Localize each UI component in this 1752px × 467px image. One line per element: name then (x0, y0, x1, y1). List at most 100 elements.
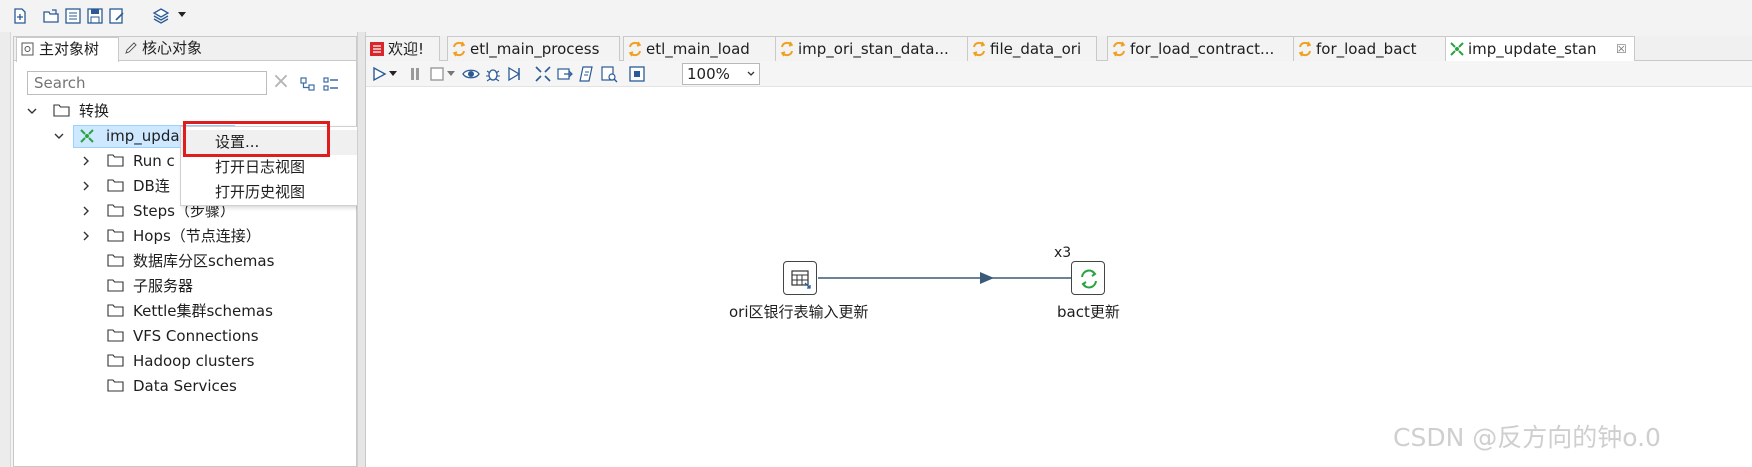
tab-label: file_data_ori (990, 40, 1082, 58)
stop-icon[interactable] (428, 65, 446, 83)
chevron-down-icon[interactable] (388, 70, 398, 78)
impact-icon[interactable] (556, 65, 574, 83)
step-table-input[interactable] (783, 261, 817, 295)
tab-label: 主对象树 (39, 40, 100, 58)
tree-item-vfs-connections[interactable]: VFS Connections (81, 325, 341, 347)
folder-icon (107, 279, 124, 292)
zoom-select[interactable]: 100% (682, 63, 760, 85)
annotation-highlight-box (183, 121, 330, 157)
menu-item-open-log-view[interactable]: 打开日志视图 (215, 158, 306, 176)
tab-label: imp_ori_stan_data... (798, 40, 949, 58)
search-input[interactable] (27, 71, 267, 95)
chevron-down-icon[interactable] (747, 71, 755, 77)
job-icon (1298, 41, 1312, 57)
tree-item-slave-servers[interactable]: 子服务器 (81, 275, 341, 297)
explore-icon[interactable] (64, 7, 82, 25)
left-panel-tabs: 主对象树 核心对象 (14, 37, 356, 62)
step-label: ori区银行表输入更新 (729, 303, 869, 321)
chevron-right-icon[interactable] (81, 206, 91, 216)
save-as-icon[interactable] (108, 7, 126, 25)
chevron-right-icon[interactable] (81, 231, 91, 241)
tab-welcome[interactable]: 欢迎! (365, 36, 440, 61)
chevron-down-icon[interactable] (27, 106, 37, 116)
chevron-down-icon[interactable] (177, 11, 187, 19)
tree-item-transformations[interactable]: 转换 (27, 100, 327, 122)
grid-icon[interactable] (628, 65, 646, 83)
tree-item-steps[interactable]: Steps（步骤） (81, 200, 341, 222)
job-icon (972, 41, 986, 57)
tab-file-data-ori[interactable]: file_data_ori (967, 36, 1097, 61)
context-menu: 设置... 打开日志视图 打开历史视图 (180, 126, 373, 206)
tree-item-label: Steps（步骤） (133, 202, 235, 220)
tree-item-data-services[interactable]: Data Services (81, 375, 341, 397)
save-icon[interactable] (86, 7, 104, 25)
tree-item-hops[interactable]: Hops（节点连接） (81, 225, 341, 247)
menu-item-open-history-view[interactable]: 打开历史视图 (215, 183, 306, 201)
debug-icon[interactable] (484, 65, 502, 83)
replay-icon[interactable] (506, 65, 524, 83)
tree-item-partition-schemas[interactable]: 数据库分区schemas (81, 250, 341, 272)
left-edge-strip (0, 32, 11, 467)
folder-icon (107, 379, 124, 392)
tab-main-object-tree[interactable]: 主对象树 (16, 37, 119, 62)
tree-item-imp-update[interactable]: imp_upda (54, 125, 234, 147)
tab-core-objects[interactable]: 核心对象 (120, 37, 218, 61)
tree-item-label: Hops（节点连接） (133, 227, 261, 245)
canvas[interactable]: ori区银行表输入更新 x3 bact更新 (366, 87, 1752, 467)
step-label: bact更新 (1057, 303, 1120, 321)
pencil-icon (125, 42, 137, 54)
zoom-value: 100% (687, 65, 730, 83)
folder-icon (107, 179, 124, 192)
tree-item-run-configurations[interactable]: Run c (81, 150, 341, 172)
tree-item-hadoop-clusters[interactable]: Hadoop clusters (81, 350, 341, 372)
tree-item-label: Run c (133, 152, 175, 170)
job-icon (452, 41, 466, 57)
main-toolbar (0, 0, 1752, 32)
chevron-down-icon[interactable] (446, 70, 456, 78)
editor-toolbar: 100% (366, 61, 1752, 87)
transformation-icon (80, 129, 94, 143)
tree-item-db-connections[interactable]: DB连 (81, 175, 341, 197)
sql-icon[interactable] (578, 65, 596, 83)
job-icon (780, 41, 794, 57)
verify-icon[interactable] (534, 65, 552, 83)
new-file-icon[interactable] (11, 7, 29, 25)
tab-etl-main-load[interactable]: etl_main_load (623, 36, 793, 61)
tree-item-cluster-schemas[interactable]: Kettle集群schemas (81, 300, 341, 322)
tab-for-load-bact[interactable]: for_load_bact (1293, 36, 1453, 61)
watermark: CSDN @反方向的钟o.0 (1393, 423, 1661, 452)
pause-icon[interactable] (406, 65, 424, 83)
step-copies-badge: x3 (1054, 245, 1072, 261)
chevron-right-icon[interactable] (81, 181, 91, 191)
expand-tree-icon[interactable] (322, 75, 340, 93)
tree-item-label: 数据库分区schemas (133, 252, 275, 270)
update-icon (1081, 269, 1097, 289)
tab-for-load-contract[interactable]: for_load_contract... (1107, 36, 1307, 61)
tab-label: imp_update_stan (1468, 40, 1597, 58)
tab-imp-ori-stan-data[interactable]: imp_ori_stan_data... (775, 36, 975, 61)
preview-icon[interactable] (462, 65, 480, 83)
clear-search-icon[interactable]: × (271, 69, 291, 94)
welcome-icon (370, 42, 384, 56)
close-tab-icon[interactable]: ☒ (1616, 42, 1627, 56)
open-file-icon[interactable] (42, 7, 60, 25)
object-tree-icon (21, 42, 34, 56)
job-icon (628, 41, 642, 57)
folder-icon (107, 329, 124, 342)
tab-label: etl_main_process (470, 40, 600, 58)
chevron-down-icon[interactable] (54, 131, 64, 141)
collapse-tree-icon[interactable] (299, 75, 317, 93)
folder-icon (53, 104, 70, 117)
run-icon[interactable] (370, 65, 388, 83)
hop-connector[interactable] (366, 87, 1752, 467)
step-update[interactable] (1071, 261, 1105, 295)
tab-etl-main-process[interactable]: etl_main_process (447, 36, 620, 61)
folder-icon (107, 254, 124, 267)
layers-icon[interactable] (152, 7, 170, 25)
transformation-icon (1450, 42, 1464, 56)
explore-db-icon[interactable] (600, 65, 618, 83)
tab-label: etl_main_load (646, 40, 750, 58)
menu-item-settings[interactable]: 设置... (181, 130, 372, 155)
chevron-right-icon[interactable] (81, 156, 91, 166)
tab-imp-update-stan[interactable]: imp_update_stan ☒ (1445, 36, 1635, 62)
